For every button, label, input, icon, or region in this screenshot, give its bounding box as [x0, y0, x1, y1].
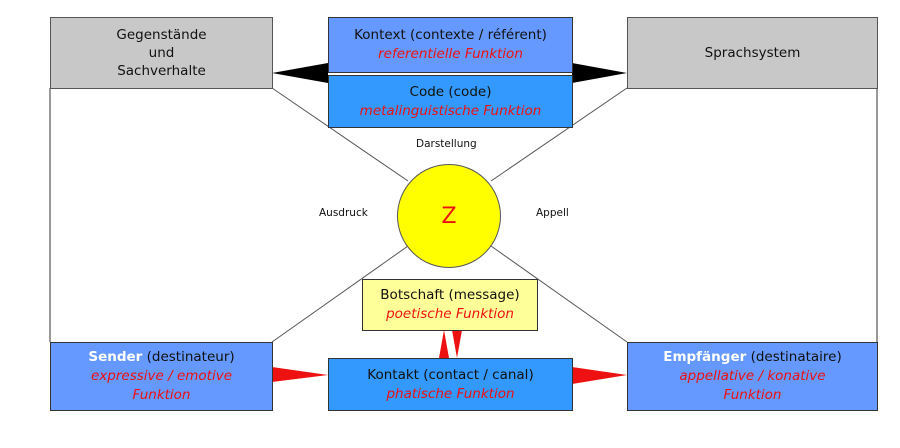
sign-symbol: Z — [441, 203, 457, 229]
contact-function: phatische Funktion — [386, 385, 515, 402]
sender-name: Sender — [88, 349, 143, 365]
arrow-right-black — [572, 63, 627, 83]
axis-label-right: Appell — [536, 207, 569, 219]
receiver-title-line: Empfänger (destinataire) — [663, 348, 842, 367]
arrow-message-contact — [452, 330, 462, 358]
receiver-french: (destinataire) — [750, 349, 842, 365]
axis-label-top: Darstellung — [416, 138, 477, 150]
objects-box: Gegenstände und Sachverhalte — [50, 17, 273, 89]
context-label: Kontext (contexte / référent) — [354, 27, 547, 43]
receiver-function-line-2: Funktion — [723, 387, 782, 403]
context-box: Kontext (contexte / référent) referentie… — [328, 17, 573, 73]
axis-label-left: Ausdruck — [319, 207, 368, 219]
contact-box: Kontakt (contact / canal) phatische Funk… — [328, 358, 573, 411]
receiver-box: Empfänger (destinataire) appellative / k… — [627, 342, 878, 411]
sender-title-line: Sender (destinateur) — [88, 348, 234, 367]
contact-label: Kontakt (contact / canal) — [367, 366, 534, 383]
sign-circle: Z — [397, 164, 501, 268]
arrow-contact-receiver — [572, 367, 627, 384]
sender-function-line-2: Funktion — [132, 387, 191, 403]
diagonal-bottom-right — [490, 245, 628, 343]
language-system-box: Sprachsystem — [627, 17, 878, 89]
diagonal-top-left — [271, 87, 409, 182]
sender-french: (destinateur) — [146, 349, 235, 365]
message-box: Botschaft (message) poetische Funktion — [362, 279, 538, 331]
code-label: Code (code) — [409, 83, 492, 100]
arrow-left-black — [272, 63, 328, 83]
objects-line-1: Gegenstände — [116, 27, 207, 43]
receiver-function-line-1: appellative / konative — [679, 368, 826, 384]
sender-function-line-1: expressive / emotive — [90, 368, 233, 384]
diagonal-top-right — [490, 87, 628, 182]
objects-line-3: Sachverhalte — [117, 63, 206, 79]
receiver-name: Empfänger — [663, 349, 747, 365]
code-box: Code (code) metalinguistische Funktion — [328, 75, 573, 128]
code-function: metalinguistische Funktion — [359, 102, 542, 119]
message-function: poetische Funktion — [386, 306, 514, 322]
arrow-contact-message — [439, 330, 449, 358]
diagonal-bottom-left — [271, 245, 409, 343]
arrow-sender-contact — [272, 367, 328, 382]
message-label: Botschaft (message) — [380, 287, 520, 303]
sender-box: Sender (destinateur) expressive / emotiv… — [50, 342, 273, 411]
context-function: referentielle Funktion — [378, 46, 523, 62]
language-system-label: Sprachsystem — [704, 44, 801, 61]
objects-line-2: und — [148, 45, 175, 61]
